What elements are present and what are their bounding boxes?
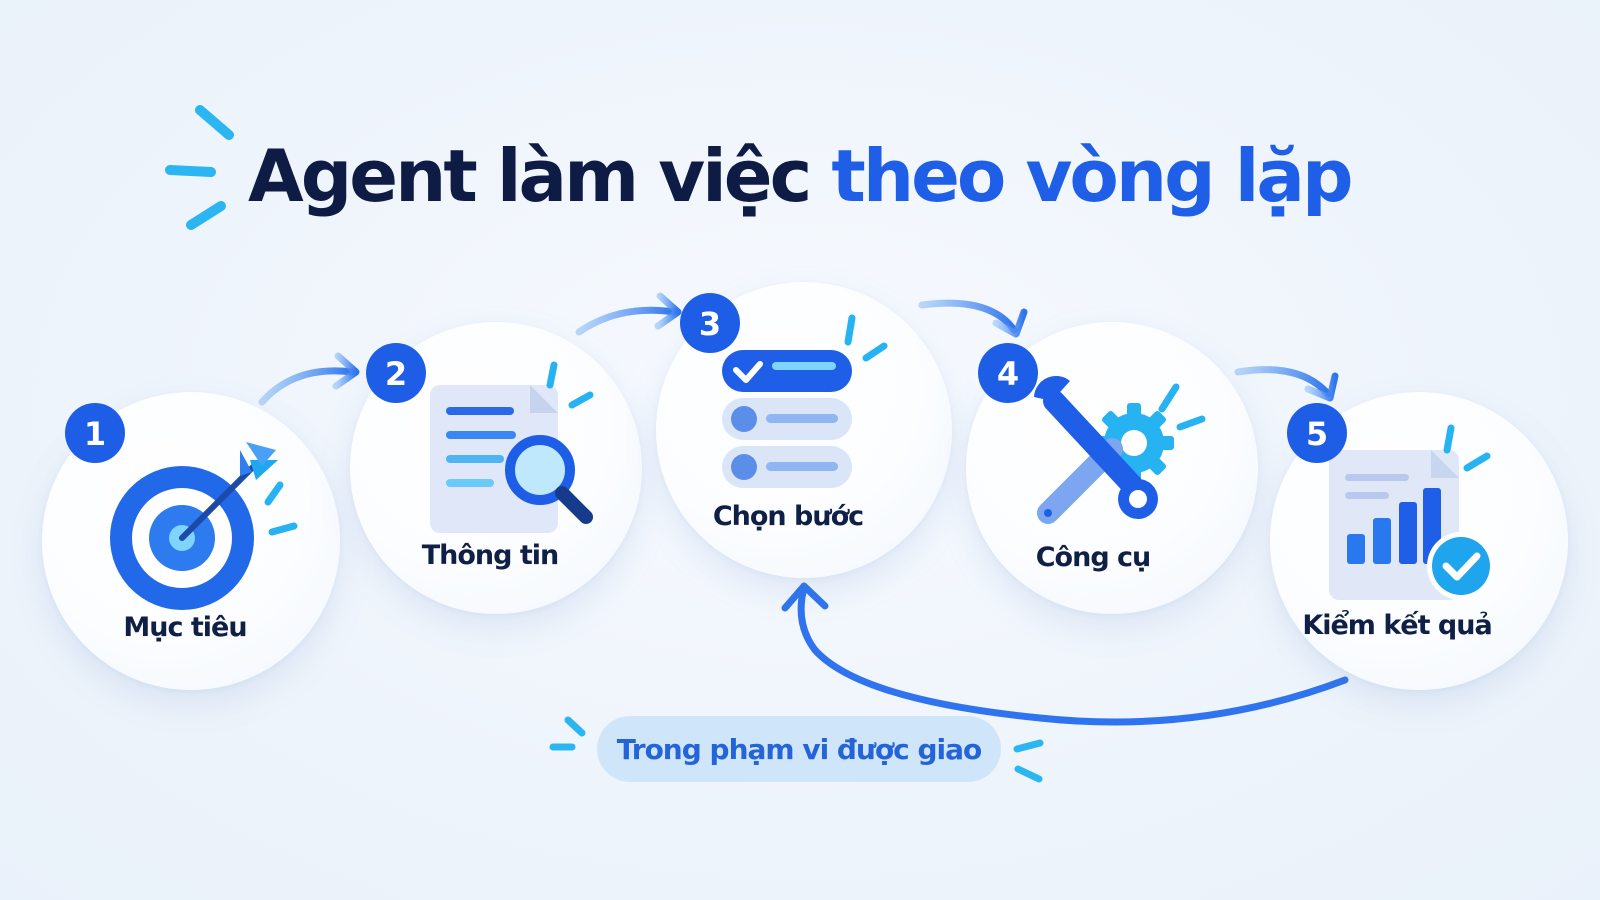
step-1-label: Mục tiêu (123, 612, 247, 643)
step-4-badge: 4 (978, 343, 1038, 403)
loop-back-arrow (797, 588, 1349, 726)
step-1-number: 1 (84, 415, 106, 453)
arrow-2-to-3-head (654, 292, 682, 330)
title-part-accent: theo vòng lặp (831, 134, 1353, 218)
step-1-badge: 1 (65, 403, 125, 463)
title-part-dark: Agent làm việc (248, 134, 812, 218)
page-title: Agent làm việc theo vòng lặp (248, 140, 1354, 212)
arrow-3-to-4 (918, 299, 1018, 334)
title-burst-icon (165, 105, 234, 230)
target-icon (110, 442, 298, 610)
step-5-label: Kiểm kết quả (1302, 610, 1492, 641)
document-search-icon (430, 361, 594, 533)
scope-pill: Trong phạm vi được giao (597, 716, 1001, 782)
scope-burst-right-icon (1013, 739, 1044, 783)
arrow-1-to-2 (258, 367, 356, 406)
step-2-badge: 2 (366, 343, 426, 403)
step-3-number: 3 (699, 305, 721, 343)
scope-burst-left-icon (549, 716, 586, 751)
wrench-gear-icon (1034, 375, 1206, 524)
arrow-4-to-5-head (1304, 372, 1339, 402)
loop-back-arrowhead (781, 582, 829, 612)
arrow-3-to-4-head (992, 308, 1028, 338)
step-2-number: 2 (385, 355, 407, 393)
step-2-label: Thông tin (421, 540, 560, 571)
step-3-badge: 3 (680, 293, 740, 353)
arrow-2-to-3 (575, 306, 678, 336)
step-5-number: 5 (1306, 415, 1328, 453)
checklist-icon (722, 314, 888, 488)
arrow-1-to-2-head (332, 352, 360, 390)
step-5-badge: 5 (1287, 403, 1347, 463)
arrow-4-to-5 (1234, 366, 1332, 398)
chart-check-icon (1329, 424, 1495, 600)
step-4-label: Công cụ (1035, 542, 1152, 573)
step-4-number: 4 (997, 355, 1019, 393)
step-3-label: Chọn bước (712, 501, 864, 532)
